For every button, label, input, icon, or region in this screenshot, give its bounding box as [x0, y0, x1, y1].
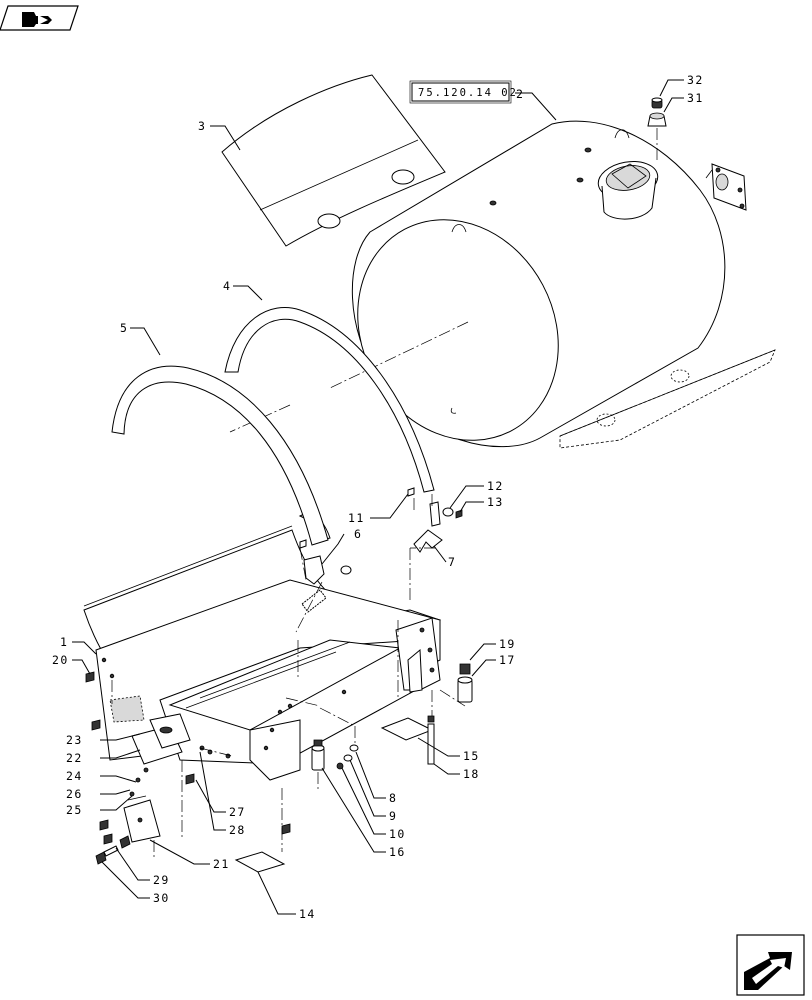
- callout-12: 12: [487, 479, 504, 493]
- callout-24: 24: [66, 769, 83, 783]
- callout-27: 27: [229, 805, 246, 819]
- callout-16: 16: [389, 845, 406, 859]
- callout-7: 7: [448, 555, 456, 569]
- sender-unit-bracket: [705, 163, 747, 211]
- tank-pad-lower: [559, 349, 776, 449]
- leader-lines: [72, 79, 684, 915]
- callout-3: 3: [198, 119, 206, 133]
- callout-20: 20: [52, 653, 69, 667]
- callout-11: 11: [348, 511, 365, 525]
- callout-6: 6: [354, 527, 362, 541]
- callout-26: 26: [66, 787, 83, 801]
- tank-body: [229, 120, 726, 448]
- callout-10: 10: [389, 827, 406, 841]
- callout-17: 17: [499, 653, 516, 667]
- tank-pad-upper: [221, 74, 446, 247]
- callout-22: 22: [66, 751, 83, 765]
- reference-box[interactable]: 75.120.14 02: [409, 80, 518, 104]
- callout-32: 32: [687, 73, 704, 87]
- callout-15: 15: [463, 749, 480, 763]
- callout-13: 13: [487, 495, 504, 509]
- callout-23: 23: [66, 733, 83, 747]
- callout-19: 19: [499, 637, 516, 651]
- callout-25: 25: [66, 803, 83, 817]
- callout-9: 9: [389, 809, 397, 823]
- callout-18: 18: [463, 767, 480, 781]
- reference-box-text: 75.120.14 02: [418, 87, 518, 99]
- callout-labels: 2 3 4 5 6 7 11 12 13 32 31 19 17 15 18 8…: [52, 73, 704, 921]
- fasteners: [85, 487, 473, 873]
- filler-cap: [647, 97, 667, 162]
- callout-30: 30: [153, 891, 170, 905]
- callout-2: 2: [516, 87, 524, 101]
- tank-strap-5: [111, 365, 329, 546]
- callout-14: 14: [299, 907, 316, 921]
- callout-21: 21: [213, 857, 230, 871]
- next-page-icon[interactable]: [736, 934, 805, 996]
- callout-29: 29: [153, 873, 170, 887]
- callout-8: 8: [389, 791, 397, 805]
- callout-28: 28: [229, 823, 246, 837]
- callout-5: 5: [120, 321, 128, 335]
- back-navigation-icon[interactable]: [0, 5, 79, 31]
- callout-31: 31: [687, 91, 704, 105]
- callout-1: 1: [60, 635, 68, 649]
- callout-4: 4: [223, 279, 231, 293]
- assembly-center-lines: [111, 494, 466, 860]
- tank-saddle: [83, 525, 442, 843]
